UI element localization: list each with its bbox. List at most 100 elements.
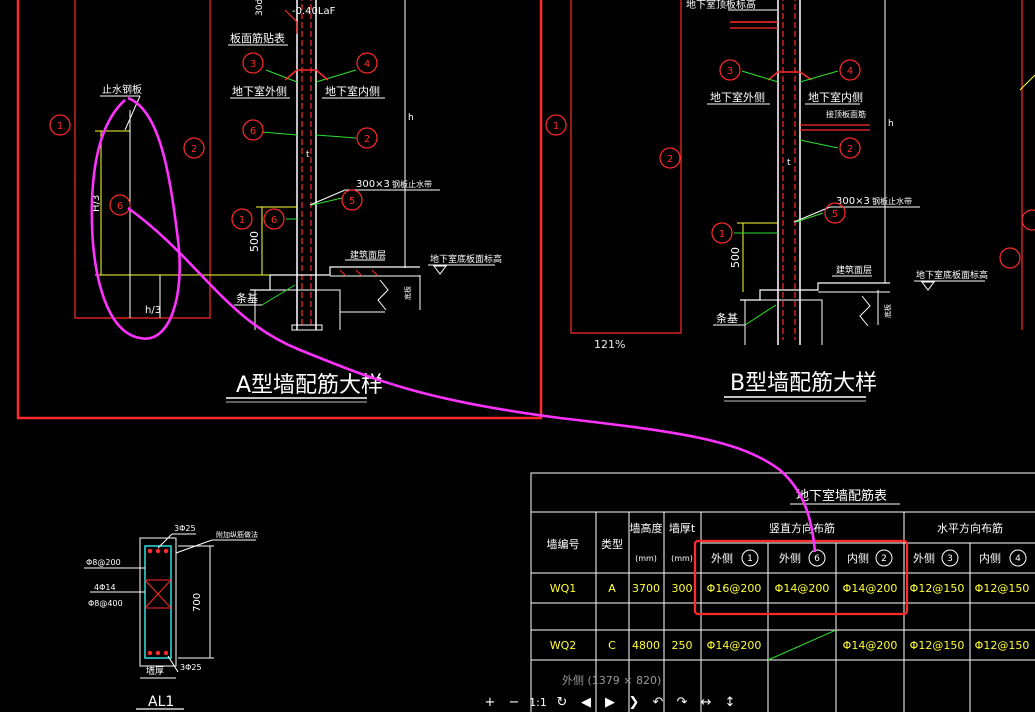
top-elev-a: -0.40LaF (292, 6, 336, 17)
th-v-inner-2-mark: 2 (881, 554, 887, 564)
marker-2-a-inner (356, 127, 378, 149)
marker-4-a (356, 52, 378, 74)
rebar-table: 地下室墙配筋表 墙编号 类型 墙高度 (mm) 墙厚t (mm) 竖直方向布筋 … (530, 472, 1035, 712)
cell-h3: Φ12@150 (910, 582, 965, 595)
width-h3-label: h/3 (145, 305, 161, 316)
cell-wall: WQ1 (550, 582, 577, 595)
al1-note: 附加纵筋做法 (216, 530, 258, 539)
markup-loop (90, 96, 181, 340)
marker-3-a (242, 52, 264, 74)
al1-height: 700 (192, 593, 203, 612)
fit-height-button[interactable]: ↕ (724, 694, 736, 710)
waterstop-desc-b: 钢板止水带 (872, 196, 912, 206)
detail-b-soil-outline (570, 0, 682, 334)
th-height-unit: (mm) (635, 554, 657, 563)
th-h-inner-4-mark: 4 (1015, 554, 1021, 564)
svg-text:1: 1 (57, 121, 63, 132)
image-caption: 外侧 (1379 × 820) (562, 674, 662, 687)
th-h-inner-4: 内侧 (979, 551, 1001, 565)
zoom-level-label: 121% (594, 338, 626, 351)
al1-width: 墙厚 (146, 665, 164, 677)
svg-text:4: 4 (364, 59, 370, 70)
actual-size-button[interactable]: 1:1 (529, 695, 547, 709)
svg-text:6: 6 (250, 126, 256, 137)
marker-6-a-low (263, 208, 285, 230)
marker-3-b (719, 59, 741, 81)
fit-width-button[interactable]: ↔ (700, 694, 712, 710)
top-note2-b: 接顶板面筋 (826, 109, 866, 119)
table-row: WQ1 A 3700 300 Φ16@200 Φ14@200 Φ14@200 Φ… (550, 582, 1030, 595)
cell-height: 4800 (632, 639, 660, 652)
svg-text:底板: 底板 (883, 304, 892, 318)
th-v-outer-1-mark: 1 (747, 554, 753, 564)
previous-button[interactable]: ◀ (581, 694, 591, 710)
undo-button[interactable]: ↶ (652, 694, 664, 710)
svg-text:4: 4 (847, 66, 853, 77)
rotate-button[interactable]: ↻ (556, 694, 568, 710)
marker-2-b (839, 137, 861, 159)
dim-500-b: 500 (729, 247, 742, 268)
table-title: 地下室墙配筋表 (796, 488, 887, 504)
strip-base-b: 条基 (716, 311, 738, 325)
detail-a-frame (16, 0, 543, 420)
marker-5-a (341, 189, 363, 211)
th-v-outer-6-mark: 6 (814, 554, 820, 564)
height-h3-label: H/3 (91, 195, 102, 212)
th-type: 类型 (601, 537, 623, 551)
al1-section: 3Φ25 附加纵筋做法 Φ8@200 4Φ14 Φ8@400 700 墙厚 3Φ… (84, 524, 258, 710)
redo-button[interactable]: ↷ (676, 694, 688, 710)
svg-text:3: 3 (727, 66, 733, 77)
al1-title: AL1 (148, 694, 174, 710)
svg-text:2: 2 (847, 144, 853, 155)
table-highlight-box (693, 539, 909, 616)
svg-text:6: 6 (117, 201, 123, 212)
svg-text:2: 2 (667, 154, 673, 165)
th-wall-no: 墙编号 (547, 537, 580, 551)
inner-side-b: 地下室内侧 (808, 90, 863, 104)
play-button[interactable]: ▶ (605, 694, 615, 710)
thk-t-a: t (306, 150, 310, 160)
th-height: 墙高度 (630, 521, 663, 535)
svg-text:1: 1 (553, 121, 559, 132)
al1-top-bars: 3Φ25 (174, 524, 196, 533)
svg-text:6: 6 (271, 215, 277, 226)
svg-text:5: 5 (832, 209, 838, 220)
detail-a-soil-outline (74, 0, 211, 319)
svg-text:1: 1 (239, 215, 245, 226)
floor-slab-a: 建筑面层 (350, 249, 386, 261)
waterstop-desc-a: 钢板止水带 (392, 179, 432, 189)
th-thickness: 墙厚t (669, 521, 696, 535)
cell-wall: WQ2 (550, 639, 577, 652)
th-thickness-unit: (mm) (671, 554, 693, 563)
next-button[interactable]: ❯ (628, 694, 640, 710)
zoom-out-button[interactable]: − (508, 694, 520, 710)
h-mark-b: h (888, 119, 894, 129)
svg-text:5: 5 (349, 196, 355, 207)
outer-side-b: 地下室外侧 (710, 90, 765, 104)
slab-top-bar-a: 板面筋贴表 (230, 31, 285, 45)
cell-thk: 250 (672, 639, 693, 652)
svg-text:2: 2 (191, 144, 197, 155)
waterstop-size-a: 300×3 (356, 179, 390, 190)
cell-h3: Φ12@150 (910, 639, 965, 652)
plate-label: 止水钢板 (102, 83, 142, 96)
th-horizontal: 水平方向布筋 (937, 521, 1003, 535)
cell-height: 3700 (632, 582, 660, 595)
dim-500-a: 500 (248, 231, 261, 252)
cell-thk: 300 (672, 582, 693, 595)
zoom-in-button[interactable]: + (484, 694, 496, 710)
th-v-outer-6: 外侧 (779, 552, 801, 565)
table-row: WQ2 C 4800 250 Φ14@200 Φ14@200 Φ12@150 Φ… (550, 639, 1030, 652)
th-v-inner-2: 内侧 (847, 551, 869, 565)
detail-a: 止水钢板 H/3 h/3 500 300×3 钢板止水带 -0.40LaF 30… (16, 0, 543, 420)
top-dim-a: 30d (255, 0, 265, 16)
detail-b-title: B型墙配筋大样 (730, 371, 877, 396)
marker-4-b (839, 59, 861, 81)
th-vertical: 竖直方向布筋 (769, 521, 835, 535)
al1-side-bars: 4Φ14 (94, 583, 116, 592)
cell-v1: Φ14@200 (707, 639, 762, 652)
cell-h4: Φ12@150 (975, 639, 1030, 652)
viewer-toolbar: +−1:1 ↻ ◀ ▶ ❯ ↶ ↷ ↔ ↕ (480, 692, 740, 712)
top-note-b: 地下室顶板标高 (686, 0, 756, 11)
